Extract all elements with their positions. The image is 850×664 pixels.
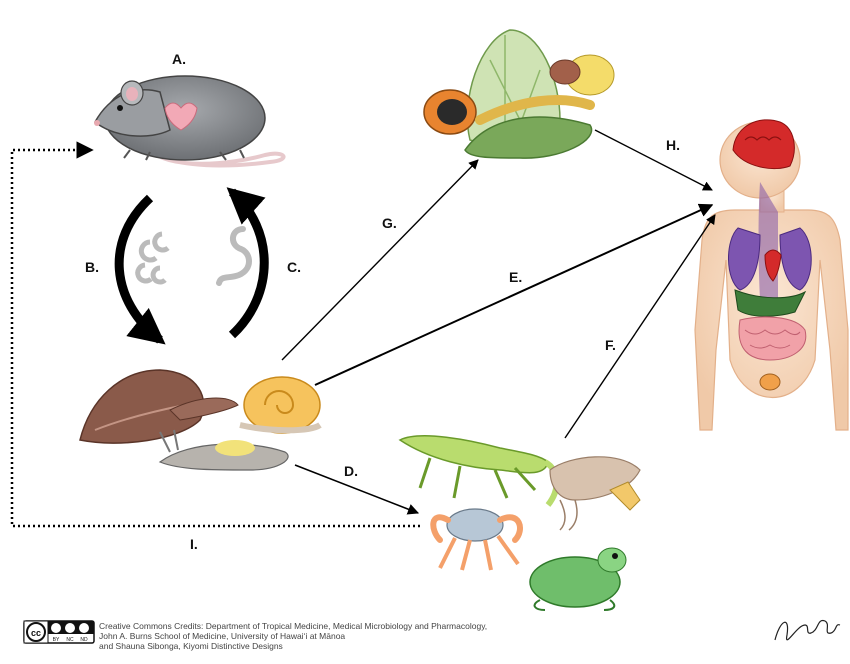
snails-illustration xyxy=(79,369,322,471)
paratenic-hosts-illustration xyxy=(398,435,641,611)
nc-icon: NC xyxy=(66,637,74,643)
credits-text: Creative Commons Credits: Department of … xyxy=(99,621,487,651)
credits-line-2: John A. Burns School of Medicine, Univer… xyxy=(99,631,346,641)
label-e: E. xyxy=(509,269,522,285)
rat-illustration xyxy=(94,75,286,168)
produce-illustration xyxy=(423,29,615,159)
human-illustration xyxy=(694,119,849,431)
label-d: D. xyxy=(344,463,358,479)
label-g: G. xyxy=(382,215,397,231)
label-h: H. xyxy=(666,137,680,153)
larvae-eggs-illustration xyxy=(135,231,170,285)
cc-icon: cc xyxy=(31,628,41,638)
transmission-arrows xyxy=(10,129,716,528)
label-c: C. xyxy=(287,259,301,275)
cycle-arrows xyxy=(114,187,269,345)
larva-illustration xyxy=(216,226,252,286)
by-icon: BY xyxy=(53,637,60,643)
label-i: I. xyxy=(190,536,198,552)
credits-line-3: and Shauna Sibonga, Kiyomi Distinctive D… xyxy=(99,641,283,651)
label-a: A. xyxy=(172,51,186,67)
artist-signature xyxy=(774,619,841,641)
label-b: B. xyxy=(85,259,99,275)
cc-license-badge: cc BY NC ND xyxy=(23,620,95,644)
label-f: F. xyxy=(605,337,616,353)
credits-line-1: Creative Commons Credits: Department of … xyxy=(99,621,488,631)
nd-icon: ND xyxy=(80,637,88,643)
